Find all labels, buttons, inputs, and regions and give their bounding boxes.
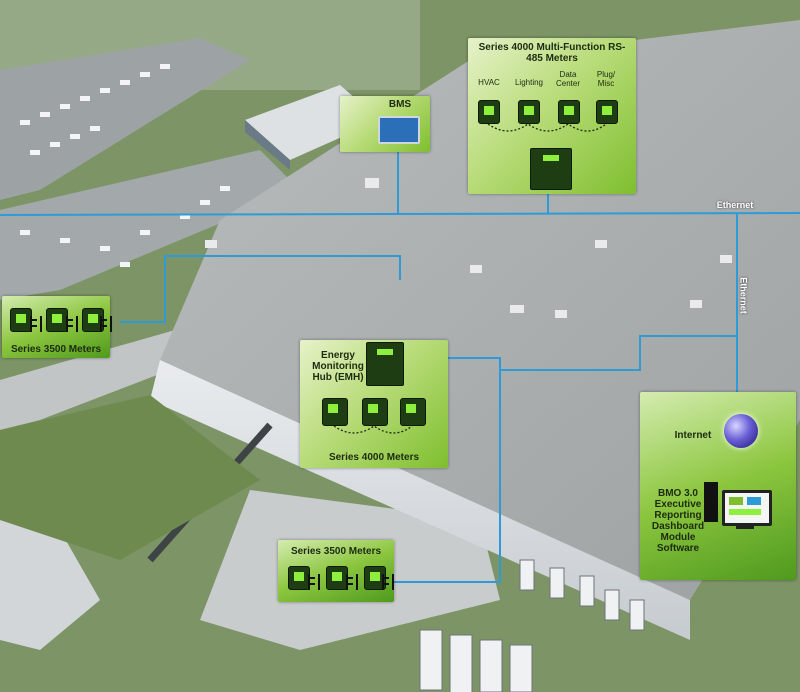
hub-device-icon [530,148,572,190]
meter-icon [558,100,580,124]
bms-screen-icon [378,116,420,144]
meter-icon [400,398,426,426]
parked-cars [20,64,230,267]
current-transformer-icon [382,574,394,590]
plug-misc-label: Plug/ Misc [596,70,616,88]
hub-device-icon [366,342,404,386]
current-transformer-icon [346,574,358,590]
bms-panel: BMS [340,96,430,152]
meter-icon [322,398,348,426]
rooftop-units [205,178,732,318]
rs485-daisy-chain [487,123,607,132]
series3500-left-line [120,255,401,323]
grass-bottom [0,395,260,560]
hvac-label: HVAC [478,78,500,87]
series3500-left-panel: Series 3500 Meters [2,296,112,358]
emh-ethernet-line [500,335,737,371]
series3500-bottom-line [390,357,501,583]
bms-label: BMS [388,99,412,110]
current-transformer-icon [66,316,78,332]
meter-icon [596,100,618,124]
internet-label: Internet [674,430,712,441]
bmo-software-label: BMO 3.0 Executive Reporting Dashboard Mo… [651,488,705,554]
meter-icon [478,100,500,124]
globe-icon [724,414,758,448]
meter-icon [288,566,310,590]
current-transformer-icon [308,574,320,590]
series3500-left-label: Series 3500 Meters [10,344,102,355]
series3500-bottom-panel: Series 3500 Meters [278,540,394,602]
computer-icon [704,482,718,522]
meter-icon [362,398,388,426]
computer-monitor [722,490,772,526]
meter-icon [326,566,348,590]
parking-lot-top [0,38,250,200]
emh-daisy-chain [333,425,413,434]
series4000-rs485-panel: Series 4000 Multi-Function RS-485 Meters… [468,38,636,194]
ethernet-backbone-line [0,212,800,216]
network-lines [0,150,800,583]
series4000-rs485-label: Series 4000 Multi-Function RS-485 Meters [478,42,626,64]
meter-icon [10,308,32,332]
current-transformer-icon [30,316,42,332]
data-center-label: Data Center [555,70,580,88]
series3500-bottom-label: Series 3500 Meters [290,546,382,557]
meter-icon [518,100,540,124]
ethernet-vertical-label: Ethernet [738,277,749,314]
trucks [419,559,645,692]
internet-bmo-panel: Internet BMO 3.0 Executive Reporting Das… [640,392,796,580]
lighting-label: Lighting [514,78,544,87]
outbuilding [0,520,100,650]
series4000-meters-label: Series 4000 Meters [328,452,420,463]
meter-icon [46,308,68,332]
emh-panel: Energy Monitoring Hub (EMH) Series 4000 … [300,340,448,468]
ethernet-horizontal-label: Ethernet [716,200,754,210]
current-transformer-icon [100,316,112,332]
emh-label: Energy Monitoring Hub (EMH) [312,350,364,383]
